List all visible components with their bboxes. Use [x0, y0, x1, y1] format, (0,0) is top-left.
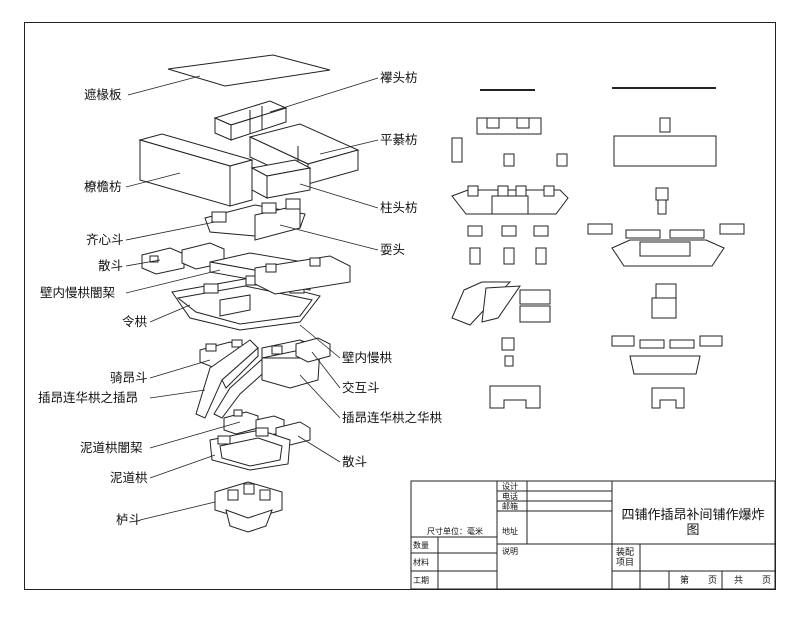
- label-zheyanban: 遮椽板: [84, 87, 122, 102]
- tb-email: 邮箱: [502, 502, 518, 511]
- label-zhutoufang: 柱头枋: [380, 200, 418, 215]
- label-sandou-top: 散斗: [98, 258, 124, 273]
- part-nidaogong: [209, 427, 291, 471]
- label-jiaohudou: 交互斗: [342, 380, 380, 395]
- label-bineimangong: 壁内慢栱: [342, 350, 393, 365]
- tb-title: 四铺作插昂补间铺作爆炸图: [621, 508, 765, 538]
- label-nidaogonggechuang: 泥道栱闇栔: [80, 440, 143, 455]
- part-bineimangong-right: [254, 255, 351, 295]
- label-shuatou: 耍头: [380, 242, 406, 257]
- label-ludou: 栌斗: [116, 512, 142, 527]
- label-chaang: 插昂连华栱之插昂: [38, 390, 139, 405]
- part-liaotoufang: [213, 100, 288, 141]
- label-liaotoufang: 襻头枋: [380, 70, 418, 85]
- tb-design: 设计: [502, 482, 518, 491]
- board-zheyanban: [167, 54, 331, 87]
- tb-material: 材料: [413, 558, 429, 567]
- tb-page-di: 第: [680, 576, 690, 586]
- label-pingqifang: 平綦枋: [380, 132, 418, 147]
- label-qixindou: 齐心斗: [86, 232, 124, 247]
- label-sandou-bottom: 散斗: [342, 454, 368, 469]
- part-sandou-row: [141, 242, 225, 275]
- label-bineimangonggechuang: 壁内慢栱闇栔: [40, 285, 116, 300]
- drawing-sheet: [24, 22, 776, 590]
- tb-notes: 说明: [502, 547, 518, 556]
- tb-page-ye2: 页: [762, 576, 772, 586]
- front-view: [451, 89, 569, 409]
- tb-assembly-item: 装配项目: [616, 548, 635, 568]
- tb-address: 地址: [502, 527, 518, 536]
- label-qiangdou: 骑昂斗: [110, 370, 148, 385]
- part-liaoyanfang: [138, 133, 254, 207]
- part-shuatou: [204, 198, 306, 241]
- label-liaoyanfang: 橑檐枋: [84, 179, 122, 194]
- part-jiaohudou: [295, 337, 331, 363]
- leader-lines: [125, 75, 379, 521]
- part-zhutoufang: [250, 159, 312, 199]
- tb-work-period: 工期: [413, 576, 429, 585]
- tb-quantity: 数量: [413, 541, 429, 550]
- label-nidaogong: 泥道栱: [110, 470, 148, 485]
- title-block: [410, 480, 776, 590]
- tb-unit: 尺寸单位：毫米: [427, 527, 483, 536]
- tb-page-ye1: 页: [708, 576, 718, 586]
- tb-page-gong: 共: [734, 576, 744, 586]
- label-huagong: 插昂连华栱之华栱: [342, 410, 443, 425]
- label-linggong: 令栱: [122, 314, 148, 329]
- side-view: [587, 87, 745, 409]
- part-ludou: [214, 481, 283, 533]
- tb-phone: 电话: [502, 492, 518, 501]
